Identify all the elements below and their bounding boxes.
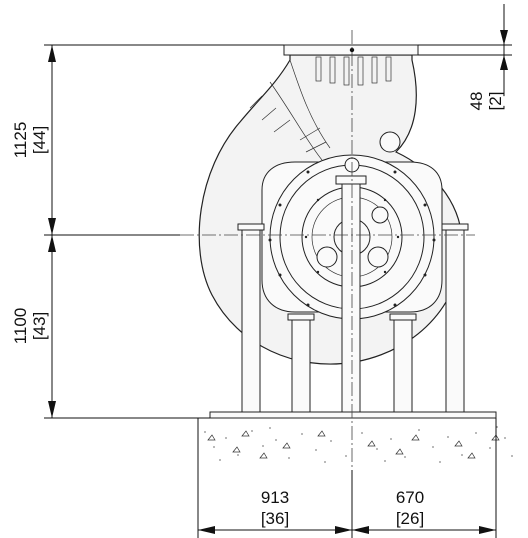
- center-lines: [180, 30, 475, 470]
- dim-670-in: [26]: [396, 509, 424, 528]
- dim-670-mm: 670: [396, 488, 424, 507]
- dim-670-label: 670 [26]: [396, 488, 424, 528]
- dim-48-mm: 48: [467, 92, 486, 111]
- dim-1100-mm: 1100: [11, 308, 30, 345]
- dimension-horizontal-bottom: [197, 418, 497, 538]
- dim-48-in: [2]: [486, 92, 505, 111]
- dim-913-mm: 913: [261, 488, 289, 507]
- dim-1100-label: 1100 [43]: [11, 308, 49, 345]
- dimension-vertical-left: [44, 44, 284, 419]
- dim-1125-in: [44]: [30, 126, 49, 154]
- dim-913-label: 913 [36]: [261, 488, 289, 528]
- base-frame: [209, 175, 497, 419]
- dim-1125-label: 1125 [44]: [11, 122, 49, 159]
- discharge-flange: [283, 44, 419, 86]
- ground-foundation: [198, 418, 518, 466]
- dim-1100-in: [43]: [30, 312, 49, 340]
- dim-48-label: 48 [2]: [467, 92, 505, 111]
- dim-913-in: [36]: [261, 509, 289, 528]
- dimension-flange-thickness: [418, 4, 512, 96]
- dim-1125-mm: 1125: [11, 122, 30, 159]
